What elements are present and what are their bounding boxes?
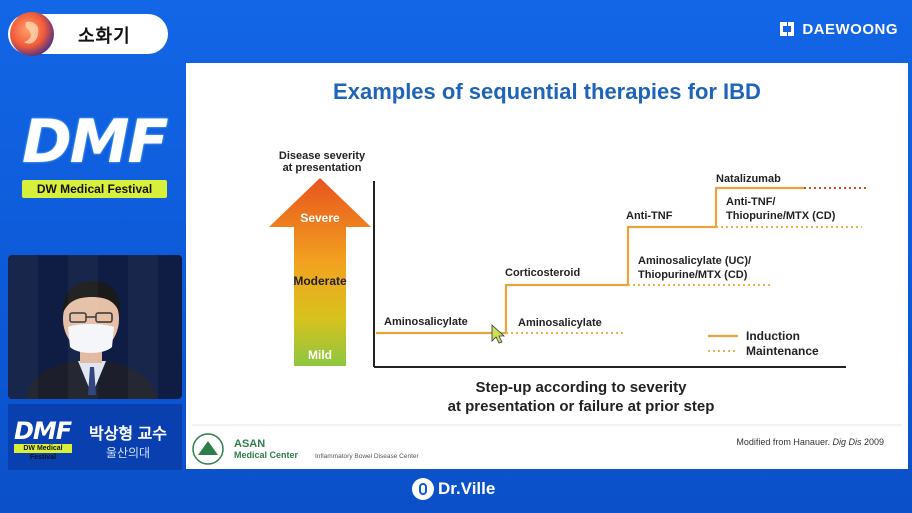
brand-name: DAEWOONG — [802, 20, 898, 38]
namecard-logo: DMF — [14, 417, 72, 445]
caption-line1: Step-up according to severity — [476, 379, 688, 396]
legend-induction-label: Induction — [746, 329, 800, 343]
step2-maintenance-label-1: Aminosalicylate (UC)/ — [638, 255, 751, 267]
sponsor-brand: DAEWOONG — [778, 20, 898, 38]
mouse-cursor-icon — [491, 324, 506, 344]
drville-logo-icon — [412, 478, 434, 500]
daewoong-logo-icon — [780, 22, 795, 36]
axis-label-line1: Disease severity — [279, 150, 366, 162]
footer-brand: Dr.Ville — [412, 478, 495, 500]
presentation-slide: Examples of sequential therapies for IBD… — [186, 63, 908, 469]
speaker-affiliation: 울산의대 — [105, 446, 151, 460]
source-citation: Modified from Hanauer. Dig Dis 2009 — [736, 437, 884, 447]
slide-title: Examples of sequential therapies for IBD — [333, 79, 761, 104]
sequential-therapy-diagram: Disease severity at presentation Severe … — [192, 150, 902, 465]
speaker-webcam — [8, 255, 182, 399]
step1-maintenance-label: Aminosalicylate — [518, 317, 602, 329]
source-prefix: Modified from Hanauer. — [736, 437, 832, 447]
speaker-name: 박상형 교수 — [88, 426, 168, 443]
institution-dept: Inflammatory Bowel Disease Center — [315, 453, 420, 460]
institution-name: ASAN — [234, 438, 265, 450]
step3-maintenance-label-1: Anti-TNF/ — [726, 196, 775, 208]
severity-moderate: Moderate — [293, 274, 347, 288]
step4-induction-label: Natalizumab — [716, 173, 781, 185]
step2-induction-label: Corticosteroid — [505, 267, 580, 279]
stomach-icon — [10, 12, 54, 56]
step1-induction-label: Aminosalicylate — [384, 316, 468, 328]
axis-label-line2: at presentation — [283, 162, 362, 174]
severity-mild: Mild — [308, 348, 332, 362]
footer-brand-name: Dr.Ville — [438, 479, 496, 498]
legend-maintenance-label: Maintenance — [746, 344, 819, 358]
step3-maintenance-label-2: Thiopurine/MTX (CD) — [726, 210, 836, 222]
namecard-logo-subtitle: DW Medical Festival — [14, 444, 72, 461]
source-journal: Dig Dis — [832, 437, 862, 447]
event-logo-subtitle: DW Medical Festival — [22, 180, 167, 198]
event-logo: DMF — [22, 107, 168, 177]
severity-severe: Severe — [300, 211, 340, 225]
step2-maintenance-label-2: Thiopurine/MTX (CD) — [638, 269, 748, 281]
speaker-video-frame — [26, 281, 158, 399]
caption-line2: at presentation or failure at prior step — [448, 398, 715, 415]
institution-sub: Medical Center — [234, 450, 299, 460]
induction-staircase — [376, 186, 804, 335]
speaker-namecard — [8, 404, 182, 470]
category-label: 소화기 — [78, 26, 131, 46]
source-year: 2009 — [861, 437, 884, 447]
severity-arrow — [269, 178, 371, 366]
step3-induction-label: Anti-TNF — [626, 210, 673, 222]
